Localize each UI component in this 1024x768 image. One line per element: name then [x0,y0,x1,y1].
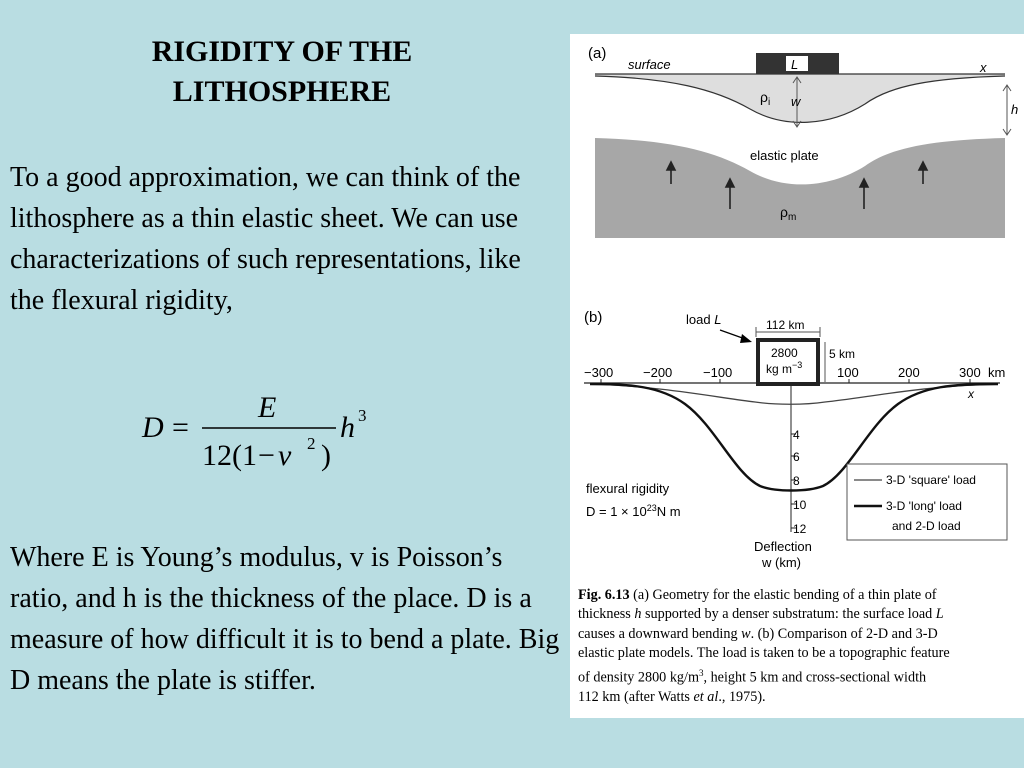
x-axis-label-a: x [979,60,987,75]
eq-denom-prefix: 12(1 [202,439,257,472]
deflection-unit: w (km) [761,555,801,570]
x-tick-300: 300 [959,365,981,380]
rigidity-equation: D = 1 × 1023N m [586,503,681,519]
eq-denom-suffix: ) [321,439,331,472]
slide-title: RIGIDITY OF THE LITHOSPHERE [151,35,413,108]
x-tick-m100: −100 [703,365,732,380]
mantle-layer [595,138,1005,238]
figure-panel: (a) L surface x ρi w h elastic plate ρm [570,34,1024,718]
intro-paragraph: To a good approximation, we can think of… [10,162,521,316]
legend-long-2: and 2-D load [892,519,961,533]
x-tick-m300: −300 [584,365,613,380]
load-symbol-a: L [791,57,798,72]
plate-top-curve [594,75,1006,123]
x-tick-200: 200 [898,365,920,380]
load-height-label: 5 km [829,347,855,361]
legend-long: 3-D 'long' load [886,499,962,513]
y-tick-4: 4 [793,428,800,442]
deflection-label: Deflection [754,539,812,554]
eq-equals: = [172,411,189,444]
rho-i-label: ρi [760,89,770,108]
legend-box [846,463,1008,541]
load-label-b: load L [686,312,721,327]
y-ticks [791,433,796,529]
w-label-a: w [791,94,802,109]
flexural-rigidity-equation: D = E 12(1 − ν 2 ) h 3 [141,391,367,472]
surface-label: surface [628,57,671,72]
eq-denom-minus: − [258,439,275,472]
legend-square: 3-D 'square' load [886,473,976,487]
y-tick-12: 12 [793,522,807,536]
eq-lhs: D [141,411,164,444]
infill-layer [595,74,1005,123]
load-width-label: 112 km [766,318,804,332]
load-label-box [786,56,808,71]
eq-h: h [340,411,355,444]
elastic-plate-label: elastic plate [750,148,819,163]
panel-a-label: (a) [588,45,606,62]
x-unit-b: km [988,365,1005,380]
density-line2: kg m−3 [766,360,802,376]
x-axis-label-b: x [967,387,975,401]
eq-denom-nu: ν [278,439,292,472]
explanation-paragraph: Where E is Young’s modulus, v is Poisson… [10,542,560,696]
rho-m-label: ρm [780,204,796,223]
rigidity-label: flexural rigidity [586,481,670,496]
x-tick-m200: −200 [643,365,672,380]
x-ticks [600,379,971,383]
flexure-figure: (a) L surface x ρi w h elastic plate ρm [584,45,1018,570]
h-label-a: h [1011,102,1018,117]
figure-caption: Fig. 6.13 (a) Geometry for the elastic b… [578,587,950,705]
long-load-curve [589,382,999,492]
buoyancy-arrows [665,160,929,209]
density-line1: 2800 [771,346,798,360]
eq-numerator: E [257,391,276,424]
square-load-curve [589,383,999,405]
panel-b-label: (b) [584,309,602,326]
y-tick-8: 8 [793,474,800,488]
eq-h-exp: 3 [358,406,367,425]
y-tick-6: 6 [793,450,800,464]
load-box-b [756,338,820,386]
eq-denom-exp: 2 [307,434,316,453]
y-tick-10: 10 [793,498,807,512]
x-tick-100: 100 [837,365,859,380]
